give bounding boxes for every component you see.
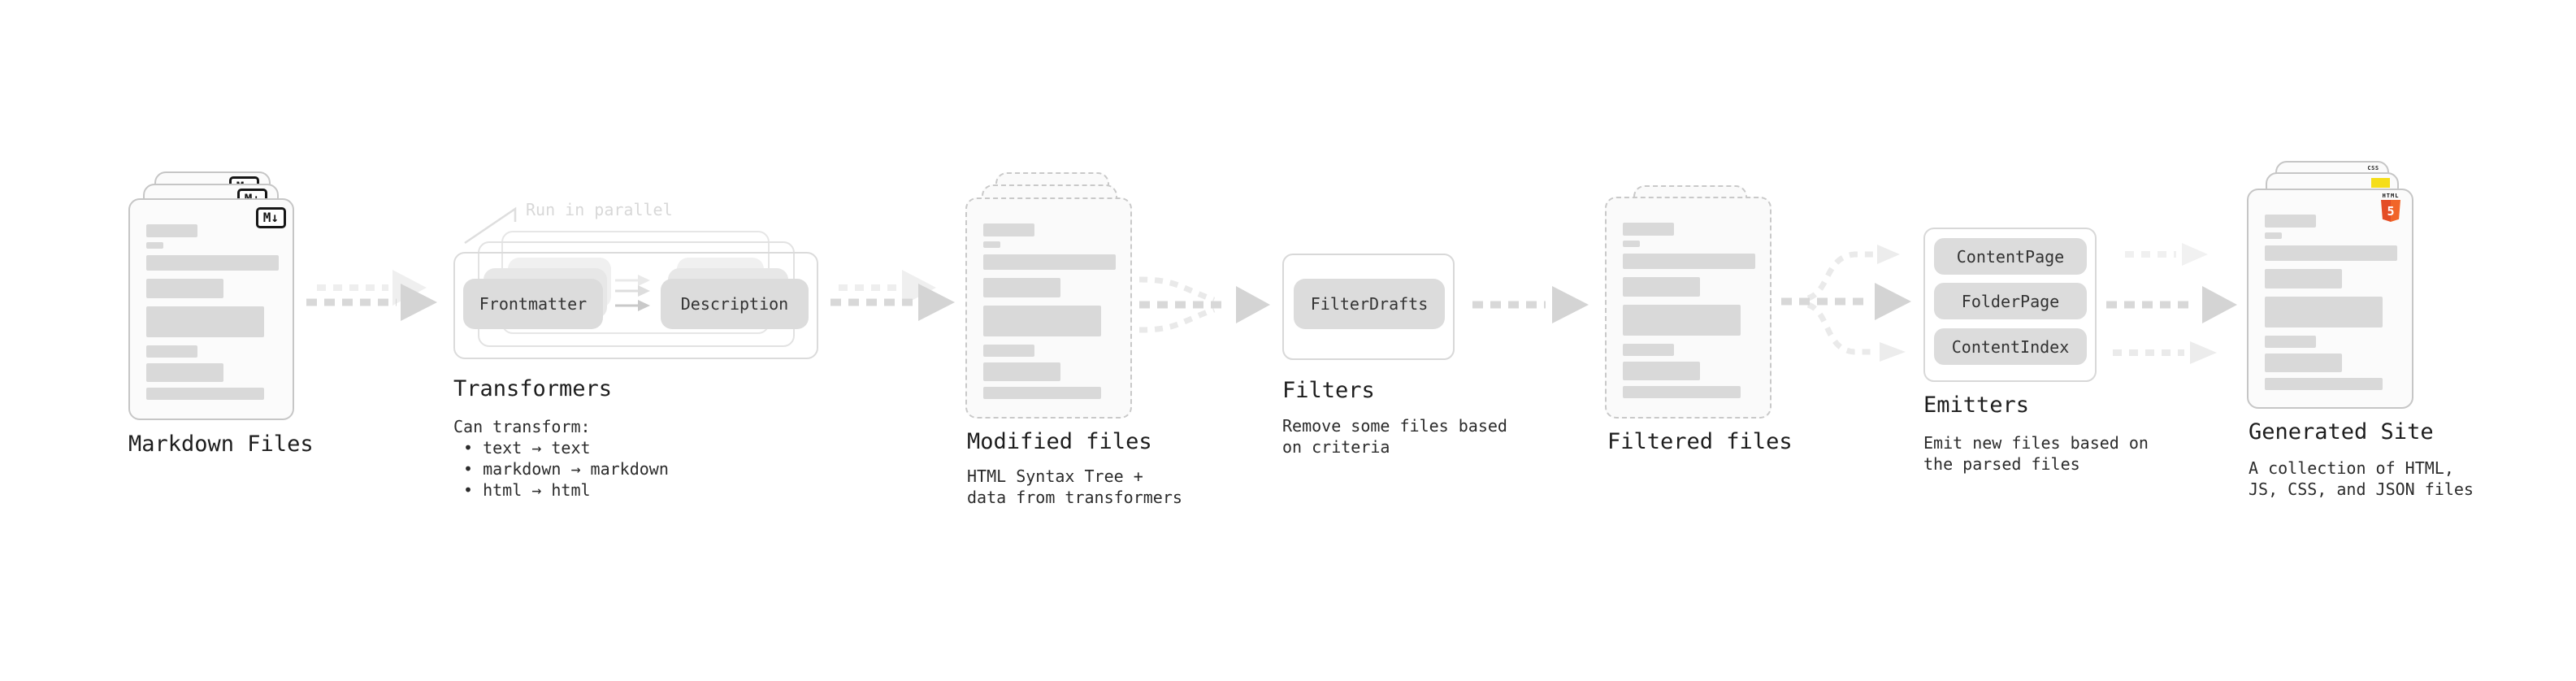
markdown-files-label: Markdown Files bbox=[128, 432, 314, 457]
skeleton-line bbox=[146, 255, 279, 271]
generated-site-desc-line: A collection of HTML, bbox=[2249, 458, 2454, 478]
modified-files-description: HTML Syntax Tree + data from transformer… bbox=[967, 466, 1182, 508]
skeleton-line bbox=[2265, 336, 2316, 348]
modified-files-desc-line: HTML Syntax Tree + bbox=[967, 466, 1143, 486]
skeleton-line bbox=[146, 306, 264, 337]
generated-site-description: A collection of HTML, JS, CSS, and JSON … bbox=[2249, 458, 2474, 500]
frontmatter-node: Frontmatter bbox=[463, 279, 603, 329]
filtered-file-card-front bbox=[1605, 197, 1772, 419]
skeleton-line bbox=[2265, 245, 2397, 261]
html5-number: 5 bbox=[2387, 204, 2395, 219]
transformers-description: Can transform: • text → text • markdown … bbox=[453, 416, 669, 501]
filters-title: Filters bbox=[1282, 378, 1375, 403]
description-node: Description bbox=[661, 279, 809, 329]
markdown-icon: M↓ bbox=[255, 207, 286, 228]
transformers-title: Transformers bbox=[453, 376, 613, 401]
arrow-emitters-to-generated-icon bbox=[2106, 243, 2237, 364]
run-in-parallel-note: Run in parallel bbox=[526, 200, 673, 219]
contentindex-node: ContentIndex bbox=[1934, 328, 2087, 365]
contentpage-node: ContentPage bbox=[1934, 238, 2087, 275]
filters-description: Remove some files based on criteria bbox=[1282, 415, 1507, 458]
markdown-file-card-front: M↓ bbox=[128, 198, 294, 420]
arrow-markdown-to-transformers-icon bbox=[306, 284, 437, 321]
skeleton-line bbox=[2265, 354, 2342, 372]
filterdrafts-node: FilterDrafts bbox=[1294, 279, 1445, 329]
skeleton-line bbox=[2265, 232, 2282, 239]
javascript-logo-icon bbox=[2371, 178, 2390, 188]
transformers-bullet: • text → text bbox=[463, 438, 591, 458]
skeleton-line bbox=[1623, 305, 1741, 336]
skeleton-line bbox=[146, 345, 197, 358]
skeleton-line bbox=[2265, 378, 2383, 390]
skeleton-line bbox=[146, 363, 223, 382]
arrow-filters-to-filtered-icon bbox=[1472, 286, 1589, 323]
transformers-bullet: • html → html bbox=[463, 480, 591, 500]
emitters-desc-line: the parsed files bbox=[1923, 454, 2080, 474]
transformer-layer-front bbox=[453, 252, 818, 359]
html5-shield: 5 bbox=[2381, 200, 2400, 222]
folderpage-node: FolderPage bbox=[1934, 283, 2087, 319]
skeleton-line bbox=[983, 241, 1000, 248]
filters-desc-line: on criteria bbox=[1282, 437, 1390, 457]
skeleton-line bbox=[2265, 297, 2383, 327]
skeleton-line bbox=[983, 254, 1116, 270]
skeleton-line bbox=[1623, 362, 1700, 380]
modified-file-card-front bbox=[965, 197, 1132, 419]
generated-file-card-front: HTML 5 bbox=[2247, 189, 2413, 409]
skeleton-line bbox=[2265, 269, 2342, 288]
emitters-title: Emitters bbox=[1923, 393, 2030, 418]
generated-site-title: Generated Site bbox=[2249, 419, 2434, 445]
arrow-markdown-to-transformers-ghost-icon bbox=[317, 270, 427, 306]
skeleton-line bbox=[1623, 277, 1700, 297]
filtered-files-title: Filtered files bbox=[1607, 429, 1793, 454]
skeleton-line bbox=[1623, 386, 1741, 398]
skeleton-line bbox=[2265, 215, 2316, 228]
skeleton-line bbox=[146, 242, 163, 249]
skeleton-line bbox=[1623, 223, 1674, 236]
skeleton-line bbox=[983, 278, 1060, 297]
skeleton-line bbox=[146, 388, 264, 400]
skeleton-line bbox=[983, 306, 1101, 336]
filters-desc-line: Remove some files based bbox=[1282, 416, 1507, 436]
transformers-bullet: • markdown → markdown bbox=[463, 459, 669, 479]
skeleton-line bbox=[1623, 254, 1755, 269]
arrow-transformers-to-modified-ghost-icon bbox=[839, 270, 936, 306]
arrow-modified-to-filters-icon bbox=[1138, 276, 1270, 333]
arrow-filtered-to-emitters-icon bbox=[1781, 245, 1911, 362]
skeleton-line bbox=[983, 223, 1034, 236]
modified-files-title: Modified files bbox=[967, 429, 1152, 454]
skeleton-line bbox=[146, 224, 197, 237]
transformers-desc-heading: Can transform: bbox=[453, 417, 591, 436]
skeleton-line bbox=[1623, 241, 1640, 247]
emitters-description: Emit new files based on the parsed files bbox=[1923, 432, 2149, 475]
skeleton-line bbox=[146, 279, 223, 298]
skeleton-line bbox=[983, 345, 1034, 357]
modified-files-desc-line: data from transformers bbox=[967, 488, 1182, 507]
skeleton-line bbox=[983, 387, 1101, 399]
emitters-desc-line: Emit new files based on bbox=[1923, 433, 2149, 453]
arrow-transformers-to-modified-icon bbox=[830, 284, 955, 321]
generated-site-desc-line: JS, CSS, and JSON files bbox=[2249, 479, 2474, 499]
html5-logo-text: HTML bbox=[2382, 193, 2400, 199]
skeleton-line bbox=[1623, 344, 1674, 356]
html5-logo-icon: HTML 5 bbox=[2380, 193, 2401, 222]
css-logo-text: CSS bbox=[2367, 165, 2379, 171]
skeleton-line bbox=[983, 362, 1060, 381]
